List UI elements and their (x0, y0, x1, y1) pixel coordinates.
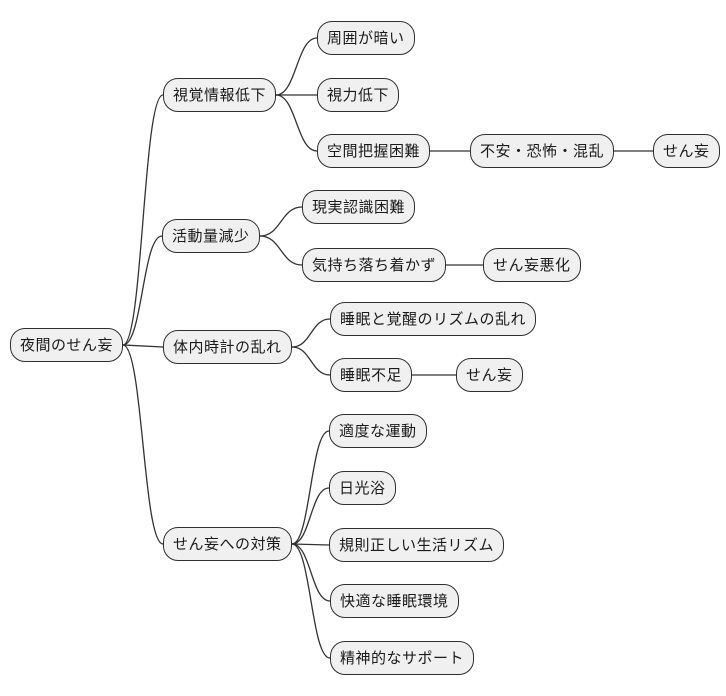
mindmap-node-root: 夜間のせん妄 (10, 328, 124, 362)
mindmap-node-reality: 現実認識困難 (302, 190, 416, 224)
mindmap-node-clock: 体内時計の乱れ (163, 330, 292, 364)
mindmap-node-worsen: せん妄悪化 (483, 248, 581, 282)
mindmap-node-spatial: 空間把握困難 (317, 134, 431, 168)
edge-activity-to-unsettled (259, 235, 303, 266)
edge-root-to-clock (122, 344, 164, 348)
edge-root-to-visual (122, 94, 164, 346)
edge-activity-to-reality (259, 206, 303, 237)
edge-clock-to-rhythm (291, 318, 331, 348)
edge-measures-to-sunlight (291, 487, 330, 545)
mindmap-node-dark: 周囲が暗い (317, 21, 415, 55)
edge-measures-to-exercise (291, 430, 330, 545)
mindmap-node-eyesight: 視力低下 (317, 78, 400, 112)
mindmap-node-sleepenv: 快適な睡眠環境 (330, 584, 459, 618)
edge-clock-to-sleepless (291, 346, 331, 376)
edge-root-to-activity (122, 235, 163, 346)
mindmap-node-sleepless: 睡眠不足 (330, 358, 413, 392)
mindmap-node-delirium1: せん妄 (653, 134, 720, 168)
mindmap-node-visual: 視覚情報低下 (163, 78, 277, 112)
edge-visual-to-spatial (275, 94, 318, 152)
mindmap-node-anxiety: 不安・恐怖・混乱 (470, 134, 615, 168)
mindmap-node-unsettled: 気持ち落ち着かず (302, 248, 447, 282)
mindmap-node-activity: 活動量減少 (162, 219, 260, 253)
mindmap-node-measures: せん妄への対策 (163, 527, 292, 561)
edge-measures-to-sleepenv (291, 543, 331, 602)
edge-measures-to-mental (291, 543, 331, 659)
edge-measures-to-regular (291, 543, 330, 546)
mindmap-node-mental: 精神的なサポート (330, 641, 475, 675)
mindmap-node-exercise: 適度な運動 (329, 414, 427, 448)
edge-visual-to-dark (275, 37, 318, 96)
mindmap-node-rhythm: 睡眠と覚醒のリズムの乱れ (330, 302, 537, 336)
mindmap-node-regular: 規則正しい生活リズム (329, 528, 505, 562)
mindmap-node-sunlight: 日光浴 (329, 471, 396, 505)
mindmap-node-delirium2: せん妄 (456, 358, 523, 392)
edge-root-to-measures (122, 344, 164, 545)
